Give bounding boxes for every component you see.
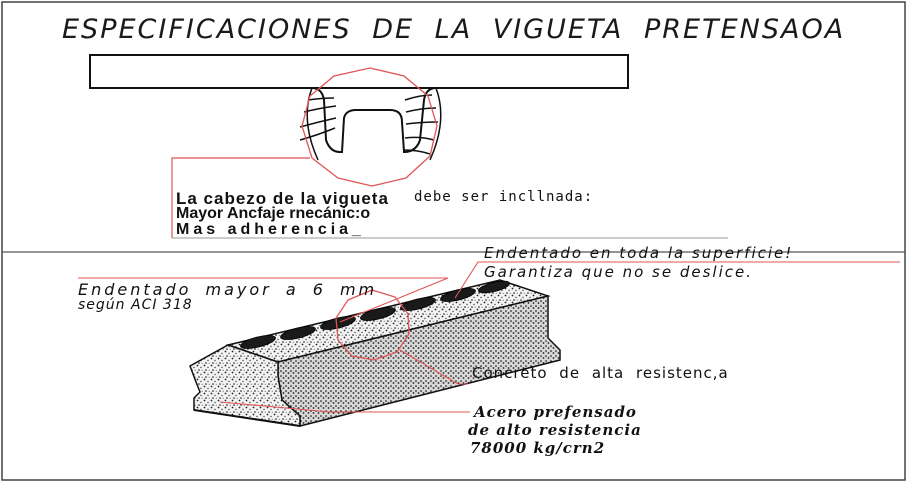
slab-outline [89, 54, 629, 89]
note-indent-full-2: Garantiza que no se deslice. [484, 263, 753, 281]
head-note-line2: Mayor Ancfaje rnecánic:o [176, 205, 371, 222]
leader-indent-full [454, 261, 900, 299]
note-steel-1: Acero prefensado [474, 403, 637, 421]
leader-steel [219, 401, 470, 413]
head-callout-circle [301, 67, 438, 187]
vigueta-head-profile [252, 87, 460, 154]
note-indent-full-1: Endentado en toda la superficie! [484, 244, 794, 262]
head-leader-line [171, 157, 310, 238]
leader-concrete [399, 349, 468, 385]
note-indent-depth-2: según ACI 318 [78, 297, 193, 313]
note-steel-2: de alto resistencia [468, 421, 642, 439]
head-note-line3: Mas adherencia_ [176, 221, 365, 238]
note-steel-3: 78000 kg/crn2 [470, 439, 606, 457]
head-note-line1-rest: debe ser incllnada: [414, 189, 594, 205]
note-concrete: Concreto de alta resistenc,a [472, 364, 729, 382]
vigueta-head-profile-right [306, 87, 442, 161]
leader-indent-depth [339, 277, 449, 323]
hatch-lines-left [299, 97, 337, 141]
hatch-lines-right [403, 94, 439, 155]
diagram-title: ESPECIFICACIONES DE LA VIGUETA PRETENSAO… [62, 14, 846, 45]
head-note-line1-bold: La cabezo de la vigueta [176, 189, 389, 208]
note-indent-depth-1: Endentado mayor a 6 mm [78, 280, 378, 299]
teeth-callout-circle [335, 289, 410, 361]
